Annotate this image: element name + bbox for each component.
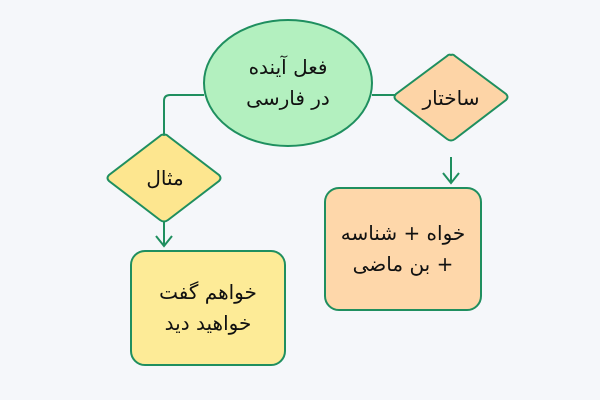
box-structure-label: خواه + شناسه + بن ماضی xyxy=(325,188,481,310)
box-example-line-1: خواهم گفت xyxy=(159,280,257,304)
root-label: فعل آینده در فارسی xyxy=(214,40,362,126)
decision-structure xyxy=(393,53,509,142)
root-label-line-1: فعل آینده xyxy=(248,55,328,79)
box-example-line-2: خواهید دید xyxy=(164,311,252,335)
arrow-example-to-box xyxy=(155,221,173,248)
decision-example-label: مثال xyxy=(146,165,184,190)
box-structure-line-2: + بن ماضی xyxy=(352,252,454,276)
box-example-label: خواهم گفت خواهید دید xyxy=(131,251,285,365)
root-node xyxy=(203,19,373,147)
box-structure xyxy=(324,187,482,311)
decision-example xyxy=(106,133,222,223)
root-label-line-2: در فارسی xyxy=(246,86,330,110)
arrow-structure-to-box xyxy=(442,157,460,185)
connector-root-to-example xyxy=(163,94,204,135)
box-structure-line-1: خواه + شناسه xyxy=(340,221,466,245)
box-example xyxy=(130,250,286,366)
decision-structure-label: ساختار xyxy=(422,85,480,110)
